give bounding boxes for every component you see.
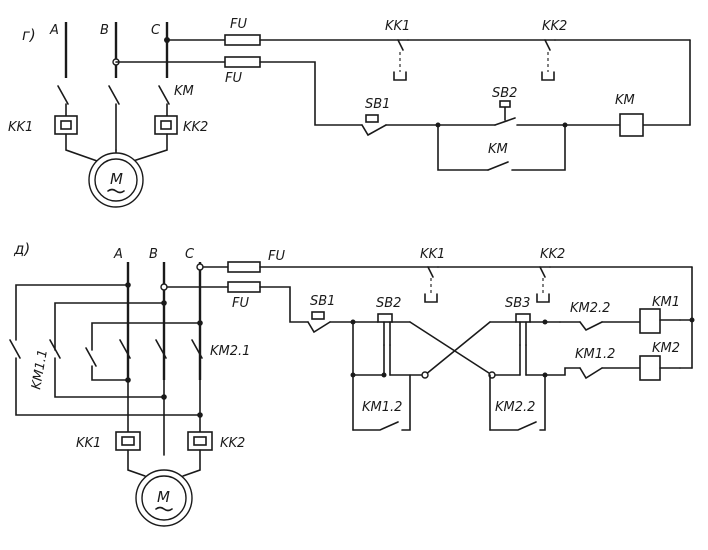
scheme-2-control-wiring: FU FU KK1 KK2 SB1 — [160, 247, 695, 431]
scheme-2-phase-c-label: C — [185, 247, 195, 262]
scheme-2-power-wiring: KM1.1 KM2.1 — [9, 284, 250, 456]
scheme-2-phase-a-label: A — [113, 247, 123, 262]
scheme-2-km2-1-label: KM2.1 — [210, 344, 250, 359]
scheme-1-kk2-label: KK2 — [183, 120, 208, 135]
scheme-2-km1-1-label: KM1.1 — [29, 348, 51, 390]
scheme-1-phase-a-label: A — [49, 23, 59, 38]
scheme-2-reversing-starter: д) A B C KM1.1 KM2.1 — [9, 240, 695, 527]
scheme-1-sb1-label: SB1 — [365, 97, 390, 112]
scheme-1-sb2-label: SB2 — [492, 86, 517, 101]
scheme-1-motor: M — [88, 152, 144, 208]
scheme-2-kk1-contact-label: KK1 — [420, 247, 445, 262]
scheme-1-motor-label: M — [110, 170, 123, 188]
scheme-1-phase-buses: A B C — [49, 22, 169, 78]
scheme-2-kk2-contact-label: KK2 — [540, 247, 565, 262]
scheme-1-index-label: г) — [22, 26, 36, 44]
scheme-1-phase-c-label: C — [151, 23, 161, 38]
scheme-2-phase-buses: A B C — [113, 247, 203, 380]
scheme-2-motor-label: M — [157, 488, 170, 506]
scheme-2-km1-2-hold-label: KM1.2 — [362, 400, 402, 415]
scheme-2-km1-2-interlock-label: KM1.2 — [575, 347, 615, 362]
scheme-2-fu2-label: FU — [232, 296, 249, 311]
scheme-1-power-contacts: KM — [57, 84, 194, 151]
scheme-1-phase-b-label: B — [100, 23, 109, 38]
scheme-1-kk2-contact-label: KK2 — [542, 19, 567, 34]
scheme-2-sb2-label: SB2 — [376, 296, 401, 311]
scheme-1-kk1-label: KK1 — [8, 120, 33, 135]
scheme-2-sb1-label: SB1 — [310, 294, 335, 309]
scheme-2-index-label: д) — [13, 240, 30, 258]
scheme-1-control-wiring: FU FU KK1 KK2 SB1 — [112, 17, 691, 171]
scheme-1-kk1-contact-label: KK1 — [385, 19, 410, 34]
scheme-2-km1-coil-label: KM1 — [652, 295, 680, 310]
scheme-2-km2-2-hold-label: KM2.2 — [495, 400, 535, 415]
scheme-1-forward-starter: г) A B C KM KK1 KK2 — [8, 17, 691, 208]
scheme-2-kk1-label: KK1 — [76, 436, 101, 451]
scheme-2-kk2-label: KK2 — [220, 436, 245, 451]
scheme-2-fu1-label: FU — [268, 249, 285, 264]
scheme-1-fu1-label: FU — [230, 17, 247, 32]
scheme-1-km-power-label: KM — [174, 84, 194, 99]
scheme-2-phase-b-label: B — [149, 247, 158, 262]
scheme-1-coil-label: KM — [615, 93, 635, 108]
scheme-2-motor: M — [135, 469, 193, 527]
scheme-2-km2-coil-label: KM2 — [652, 341, 680, 356]
scheme-1-fu2-label: FU — [225, 71, 242, 86]
scheme-1-hold-contact-label: KM — [488, 142, 508, 157]
scheme-2-thermal-relays: KK1 KK2 — [76, 431, 245, 477]
scheme-1-thermal-relays: KK1 KK2 — [8, 115, 208, 163]
scheme-2-sb3-label: SB3 — [505, 296, 530, 311]
scheme-2-km2-2-interlock-label: KM2.2 — [570, 301, 610, 316]
